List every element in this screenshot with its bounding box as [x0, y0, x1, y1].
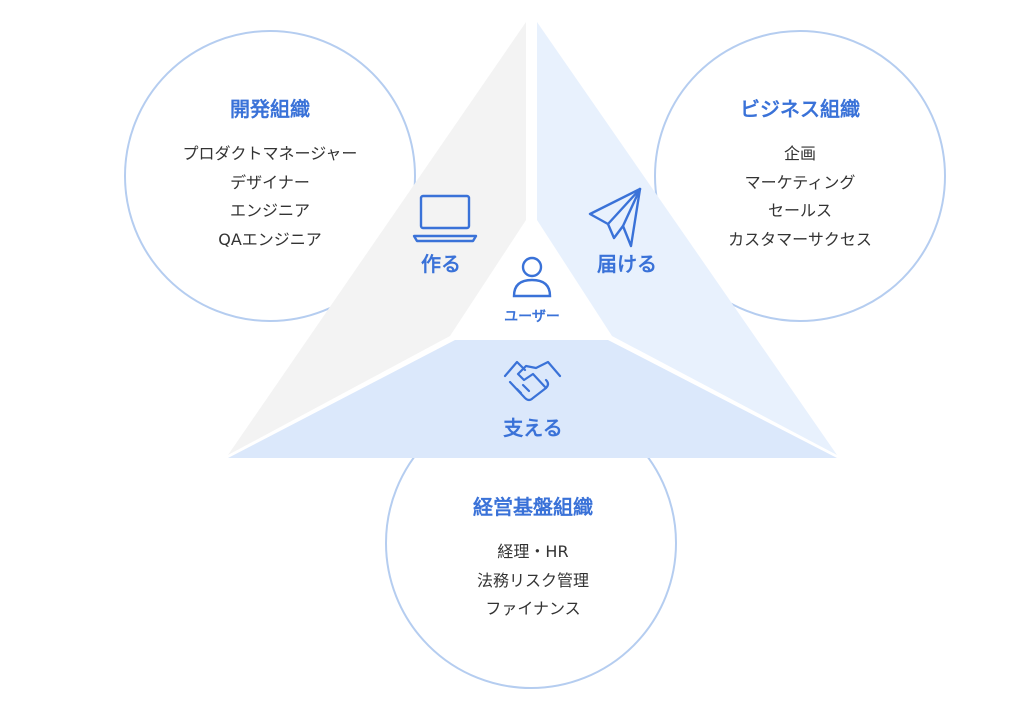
role-item: 企画: [783, 144, 816, 163]
role-item: QAエンジニア: [218, 229, 322, 249]
management-roles: 経理・HR 法務リスク管理 ファイナンス: [473, 538, 593, 624]
role-item: プロダクトマネージャー: [182, 144, 358, 163]
management-organization: 経営基盤組織 経理・HR 法務リスク管理 ファイナンス: [473, 494, 593, 624]
deliver-label: 届ける: [597, 252, 657, 276]
role-item: マーケティング: [744, 172, 856, 192]
build-label: 作る: [421, 252, 461, 276]
role-item: エンジニア: [229, 201, 311, 220]
role-item: ファイナンス: [485, 599, 581, 618]
handshake-icon: [503, 360, 562, 402]
business-circle: [654, 30, 946, 322]
role-item: カスタマーサクセス: [728, 229, 872, 249]
business-roles: 企画 マーケティング セールス カスタマーサクセス: [728, 140, 872, 254]
paper-plane-icon: [588, 187, 642, 248]
role-item: デザイナー: [230, 172, 310, 192]
management-title: 経営基盤組織: [473, 495, 593, 519]
development-title: 開発組織: [229, 97, 310, 121]
user-label: ユーザー: [504, 309, 560, 325]
deliver-panel: [537, 22, 837, 455]
support-label: 支える: [503, 416, 563, 440]
development-circle: [124, 30, 416, 322]
user-icon: [512, 256, 552, 298]
business-title: ビジネス組織: [740, 97, 860, 121]
role-item: 法務リスク管理: [476, 570, 589, 590]
development-organization: 開発組織 プロダクトマネージャー デザイナー エンジニア QAエンジニア: [183, 96, 358, 254]
laptop-icon: [412, 194, 478, 243]
development-roles: プロダクトマネージャー デザイナー エンジニア QAエンジニア: [183, 140, 358, 254]
role-item: 経理・HR: [497, 542, 569, 561]
build-panel: [228, 22, 526, 455]
role-item: セールス: [767, 201, 832, 220]
business-organization: ビジネス組織 企画 マーケティング セールス カスタマーサクセス: [728, 96, 872, 254]
